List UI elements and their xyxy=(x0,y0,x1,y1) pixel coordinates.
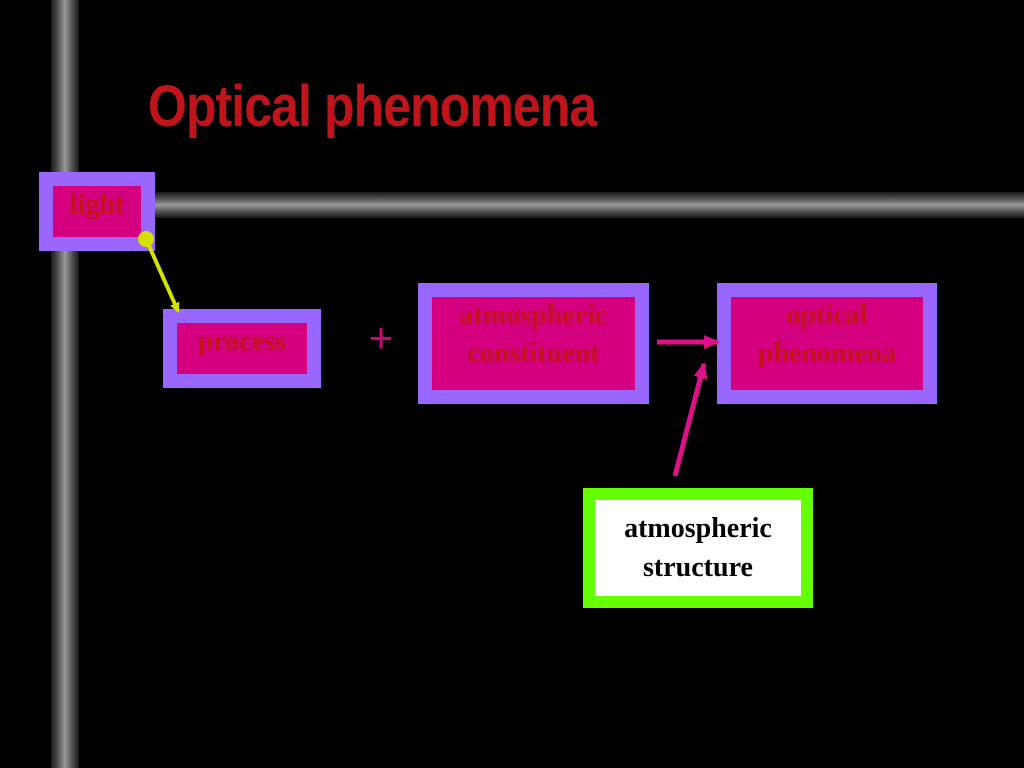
atmospheric-constituent-label: atmospheric constituent xyxy=(459,300,608,370)
structure-to-optical-arrow xyxy=(672,362,708,477)
optical-phenomena-label: optical phenomena xyxy=(757,300,897,370)
atmospheric-structure-label: atmospheric structure xyxy=(624,512,772,583)
light-box: light xyxy=(39,172,155,251)
light-label: light xyxy=(69,189,125,220)
slide-title: Optical phenomena xyxy=(148,74,597,139)
process-label: process xyxy=(197,326,287,357)
process-box: process xyxy=(163,309,321,388)
plus-sign: + xyxy=(368,314,394,361)
atmospheric-constituent-box: atmospheric constituent xyxy=(418,283,649,404)
vertical-decor-bar xyxy=(51,0,79,768)
optical-phenomena-box: optical phenomena xyxy=(717,283,937,404)
horizontal-decor-bar xyxy=(140,192,1024,218)
atmospheric-structure-box: atmospheric structure xyxy=(583,488,813,608)
